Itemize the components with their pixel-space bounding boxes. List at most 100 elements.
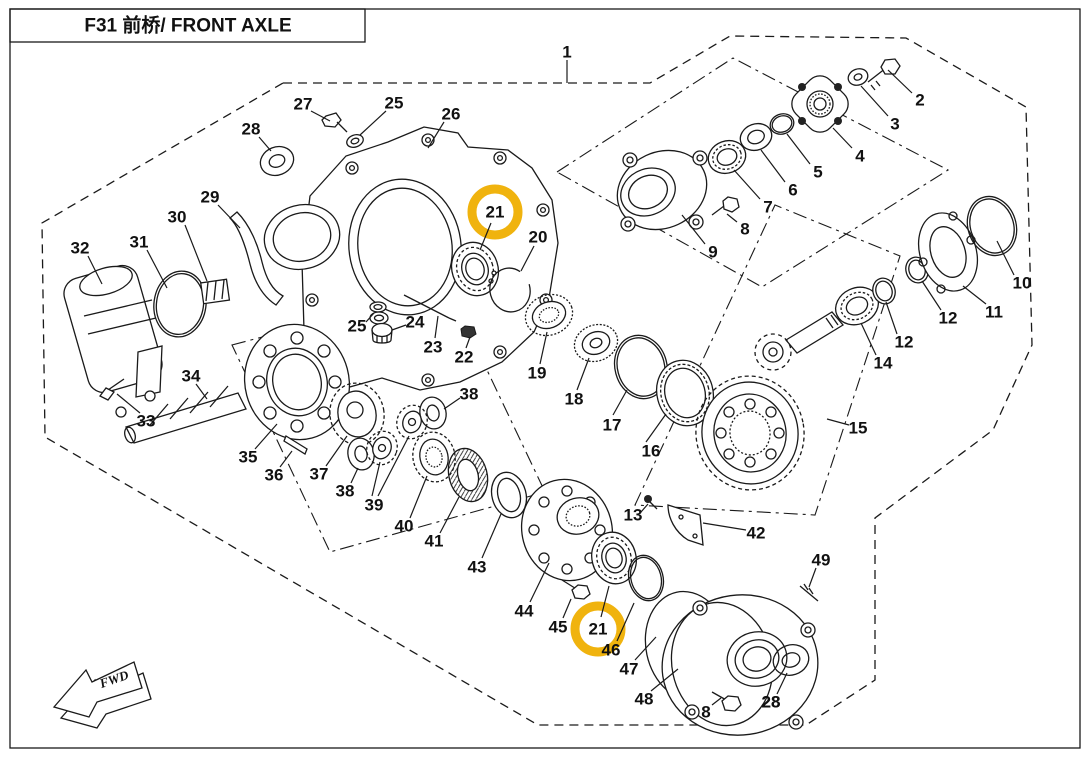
leader-2 xyxy=(887,69,913,94)
leader-41 xyxy=(439,496,460,534)
callout-19: 19 xyxy=(528,364,547,383)
leader-16 xyxy=(645,413,667,443)
callout-5: 5 xyxy=(813,163,822,182)
leader-4 xyxy=(832,127,853,149)
part-7-bearing xyxy=(707,139,747,175)
callout-12b: 12 xyxy=(895,333,914,352)
callout-38b: 38 xyxy=(336,482,355,501)
leader-8b xyxy=(711,697,722,706)
callout-21a: 21 xyxy=(486,203,505,222)
callout-28a: 28 xyxy=(242,120,261,139)
leader-9 xyxy=(681,214,706,245)
callout-2: 2 xyxy=(915,91,924,110)
callout-45: 45 xyxy=(549,618,568,637)
callout-40: 40 xyxy=(395,517,414,536)
part-42-bracket xyxy=(667,504,704,546)
callout-33: 33 xyxy=(137,412,156,431)
leader-14 xyxy=(860,322,877,356)
ringgear-subassembly-box xyxy=(634,204,901,516)
callout-44: 44 xyxy=(515,602,534,621)
part-13-screw xyxy=(644,495,658,510)
callouts-layer: 1234567891011121214151617181920212223242… xyxy=(71,43,1032,722)
leader-48 xyxy=(650,668,679,692)
part-11-cover-gasket xyxy=(917,211,979,294)
callout-1: 1 xyxy=(562,43,571,62)
part-9-hub xyxy=(616,149,708,232)
leader-25b xyxy=(365,312,375,323)
part-38-washer-b xyxy=(347,437,375,471)
part-36-pin xyxy=(283,435,308,455)
part-17-oring xyxy=(613,334,669,400)
leader-6 xyxy=(760,149,786,183)
callout-26: 26 xyxy=(442,105,461,124)
leader-32 xyxy=(87,255,103,285)
callout-39: 39 xyxy=(365,496,384,515)
callout-8a: 8 xyxy=(740,220,749,239)
part-23-shaft xyxy=(403,294,457,322)
leader-15 xyxy=(826,418,850,426)
leader-28b xyxy=(776,672,788,695)
callout-30: 30 xyxy=(168,208,187,227)
leader-49 xyxy=(808,567,817,588)
part-29-fork xyxy=(229,211,284,306)
title-box xyxy=(9,8,366,43)
part-34-pin xyxy=(124,385,247,444)
leader-39 xyxy=(371,461,381,497)
leader-29 xyxy=(217,204,241,229)
callout-15: 15 xyxy=(849,419,868,438)
callout-21b: 21 xyxy=(589,620,608,639)
hub-subassembly-box xyxy=(555,57,950,288)
part-41-shim xyxy=(447,447,489,503)
leader-3 xyxy=(860,85,889,117)
leader-21a xyxy=(479,222,492,251)
leader-8a xyxy=(726,213,738,223)
leader-31 xyxy=(146,249,168,289)
callout-23: 23 xyxy=(424,338,443,357)
callout-36: 36 xyxy=(265,466,284,485)
callout-29: 29 xyxy=(201,188,220,207)
leader-37 xyxy=(325,435,348,467)
callout-32: 32 xyxy=(71,239,90,258)
leader-46 xyxy=(616,602,635,642)
callout-27: 27 xyxy=(294,95,313,114)
part-12-ring-inner xyxy=(872,277,896,305)
part-18-splined-gear xyxy=(573,323,619,363)
callout-35: 35 xyxy=(239,448,258,467)
leader-25a xyxy=(359,110,387,136)
callout-28c: 28 xyxy=(762,693,781,712)
leader-26 xyxy=(427,121,445,149)
callout-11: 11 xyxy=(985,303,1003,322)
callout-17: 17 xyxy=(603,416,622,435)
callout-24: 24 xyxy=(406,313,425,332)
part-25-washer-bottom xyxy=(369,301,389,325)
part-19-coupler xyxy=(524,293,574,337)
callout-34: 34 xyxy=(182,367,201,386)
callout-22: 22 xyxy=(455,348,474,367)
leader-12b xyxy=(885,301,898,335)
callout-25b: 25 xyxy=(348,317,367,336)
part-8-bolt-top xyxy=(711,196,740,216)
part-6-seal xyxy=(739,122,773,152)
callout-47: 47 xyxy=(620,660,639,679)
leader-42 xyxy=(702,522,747,531)
fwd-arrow: FWD xyxy=(52,661,152,729)
part-5-oring xyxy=(769,113,795,135)
leader-45 xyxy=(562,598,572,619)
part-44-output-flange xyxy=(520,478,614,582)
callout-8b: 8 xyxy=(701,703,710,722)
leader-36 xyxy=(279,450,293,468)
leader-35 xyxy=(254,423,278,450)
part-24-plug xyxy=(371,322,393,344)
leader-38a xyxy=(443,397,461,410)
leader-17 xyxy=(612,389,628,416)
callout-28b: 28 xyxy=(762,693,781,712)
leader-7 xyxy=(733,169,761,200)
leader-22 xyxy=(465,336,471,349)
callout-12a: 12 xyxy=(939,309,958,328)
part-30-connector xyxy=(200,278,231,305)
callout-7: 7 xyxy=(763,198,772,217)
leader-19 xyxy=(539,331,548,365)
leader-44 xyxy=(529,562,550,603)
